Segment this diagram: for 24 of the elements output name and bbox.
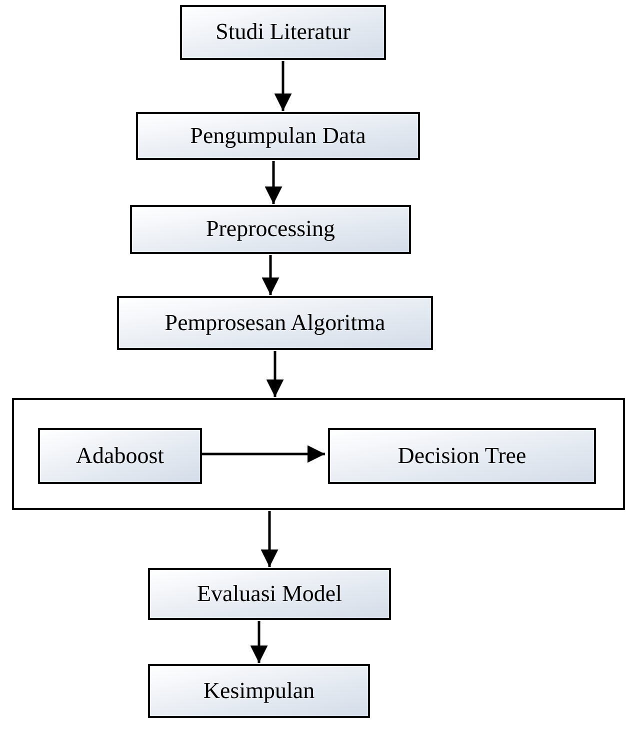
process-box bbox=[136, 112, 420, 160]
box-label: Decision Tree bbox=[398, 442, 526, 470]
process-box bbox=[148, 664, 370, 718]
process-box bbox=[130, 205, 411, 254]
arrow bbox=[250, 621, 268, 663]
arrow bbox=[264, 161, 282, 204]
arrow bbox=[266, 351, 284, 397]
process-box bbox=[180, 5, 386, 60]
box-label: Pemprosesan Algoritma bbox=[164, 308, 386, 337]
box-label: Preprocessing bbox=[206, 215, 336, 244]
arrow bbox=[260, 511, 278, 567]
arrow bbox=[262, 255, 280, 295]
arrow bbox=[274, 61, 292, 111]
group-box bbox=[12, 398, 625, 510]
process-box bbox=[148, 568, 391, 620]
box-label: Adaboost bbox=[76, 442, 164, 470]
box-label: Kesimpulan bbox=[203, 676, 315, 705]
process-box bbox=[117, 296, 433, 350]
process-box bbox=[328, 428, 596, 484]
box-label: Pengumpulan Data bbox=[190, 122, 366, 150]
box-label: Studi Literatur bbox=[216, 18, 350, 46]
process-box bbox=[38, 428, 202, 484]
arrow bbox=[201, 445, 325, 463]
box-label: Evaluasi Model bbox=[197, 580, 342, 608]
